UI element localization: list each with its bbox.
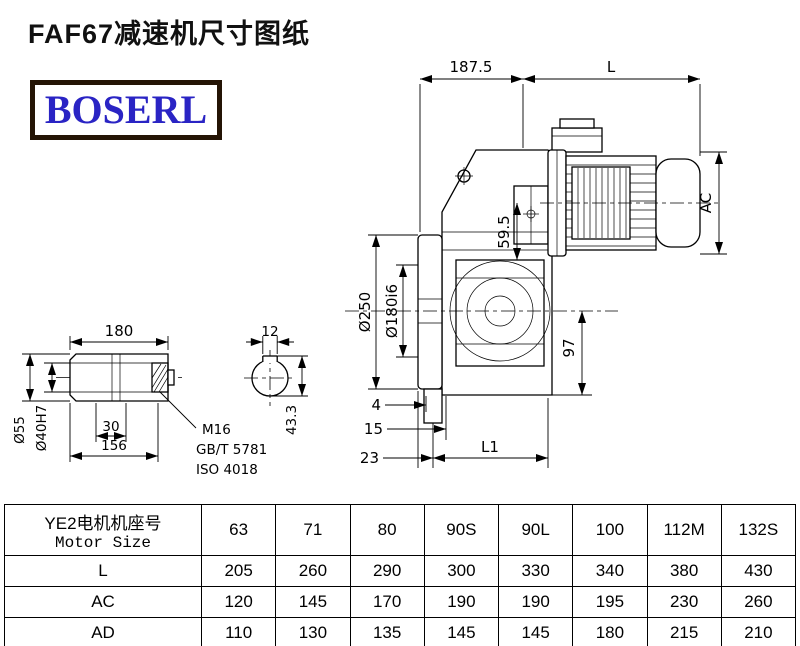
cell: 145 xyxy=(497,617,574,646)
dim-top-length: L xyxy=(607,58,616,76)
dimensions-main: 187.5 L AC Ø250 Ø180i6 59.5 97 xyxy=(356,58,727,468)
cell: 300 xyxy=(423,555,500,587)
shaft-cross-section: 12 43.3 xyxy=(244,324,308,435)
motor-stator-hatch xyxy=(577,168,627,238)
cell: 260 xyxy=(720,586,797,618)
cell: 210 xyxy=(720,617,797,646)
cell: 195 xyxy=(572,586,648,618)
label-standard-2: ISO 4018 xyxy=(196,462,258,478)
brand-logo: BOSERL xyxy=(30,80,222,140)
centerlines xyxy=(345,202,722,312)
cell: 110 xyxy=(200,617,277,646)
column-header: 132S xyxy=(720,504,797,556)
dim-bottom-4: 4 xyxy=(371,396,381,414)
gearbox-housing xyxy=(441,149,553,396)
cell: 260 xyxy=(275,555,351,587)
page-title: FAF67减速机尺寸图纸 xyxy=(28,19,311,49)
table-header-row: YE2电机机座号 Motor Size 63 71 80 90S 90L 100… xyxy=(4,504,797,556)
row-label: L xyxy=(4,555,202,587)
cell: 145 xyxy=(423,617,500,646)
column-header: 80 xyxy=(349,504,425,556)
dim-center-height: 97 xyxy=(560,338,578,357)
dim-spigot-dia: Ø180i6 xyxy=(383,284,401,338)
technical-drawing: 187.5 L AC Ø250 Ø180i6 59.5 97 xyxy=(12,58,727,478)
mounting-hole-icon xyxy=(455,167,473,185)
cell: 330 xyxy=(497,555,574,587)
dim-shaft-od: Ø55 xyxy=(12,416,28,444)
dim-top-width: 187.5 xyxy=(450,58,493,76)
motor xyxy=(547,118,701,257)
dim-156: 156 xyxy=(101,438,127,454)
dim-bottom-23: 23 xyxy=(360,449,379,467)
table-row-L: L 205 260 290 300 330 340 380 430 xyxy=(4,555,797,587)
dim-shaft-length: 180 xyxy=(105,322,134,340)
dim-bottom-15: 15 xyxy=(364,420,383,438)
column-header: 100 xyxy=(572,504,648,556)
cell: 130 xyxy=(275,617,351,646)
dim-key-depth: 43.3 xyxy=(284,405,300,435)
label-standard-1: GB/T 5781 xyxy=(196,442,267,458)
table-row-AD: AD 110 130 135 145 145 180 215 210 xyxy=(4,617,797,646)
row-label: AD xyxy=(4,617,202,646)
output-flange xyxy=(417,234,443,424)
motor-size-header-cn: YE2电机机座号 xyxy=(44,513,162,533)
cell: 145 xyxy=(275,586,351,618)
dim-key-width: 12 xyxy=(261,324,278,340)
cell: 190 xyxy=(423,586,500,618)
dim-motor-dia: AC xyxy=(697,193,715,213)
cell: 380 xyxy=(646,555,722,587)
dimension-table: YE2电机机座号 Motor Size 63 71 80 90S 90L 100… xyxy=(4,504,797,646)
cell: 120 xyxy=(200,586,277,618)
cell: 430 xyxy=(720,555,797,587)
cell: 205 xyxy=(200,555,277,587)
label-thread: M16 xyxy=(202,422,231,438)
cell: 190 xyxy=(497,586,574,618)
motor-size-header-en: Motor Size xyxy=(54,533,151,552)
table-row-AC: AC 120 145 170 190 190 195 230 260 xyxy=(4,586,797,618)
column-header: 112M xyxy=(646,504,722,556)
cell: 290 xyxy=(349,555,425,587)
dim-30: 30 xyxy=(102,419,119,435)
shaft-detail: 180 Ø55 Ø40H7 30 156 M16 GB/T 578 xyxy=(12,322,267,478)
cell: 230 xyxy=(646,586,722,618)
brand-logo-text: BOSERL xyxy=(44,87,208,132)
dim-bore-dia: Ø40H7 xyxy=(34,405,50,452)
column-header: 63 xyxy=(200,504,277,556)
motor-size-header: YE2电机机座号 Motor Size xyxy=(4,504,202,556)
dim-flange-dia: Ø250 xyxy=(356,292,374,332)
column-header: 90L xyxy=(497,504,574,556)
cell: 340 xyxy=(572,555,648,587)
dim-axis-offset: 59.5 xyxy=(495,215,513,248)
row-label: AC xyxy=(4,586,202,618)
dim-bottom-l1: L1 xyxy=(481,438,499,456)
cell: 170 xyxy=(349,586,425,618)
cell: 180 xyxy=(572,617,648,646)
cell: 215 xyxy=(646,617,722,646)
cell: 135 xyxy=(349,617,425,646)
column-header: 71 xyxy=(275,504,351,556)
column-header: 90S xyxy=(423,504,500,556)
shaft-end-hatch xyxy=(151,363,169,393)
input-center-mark-icon xyxy=(523,206,539,222)
